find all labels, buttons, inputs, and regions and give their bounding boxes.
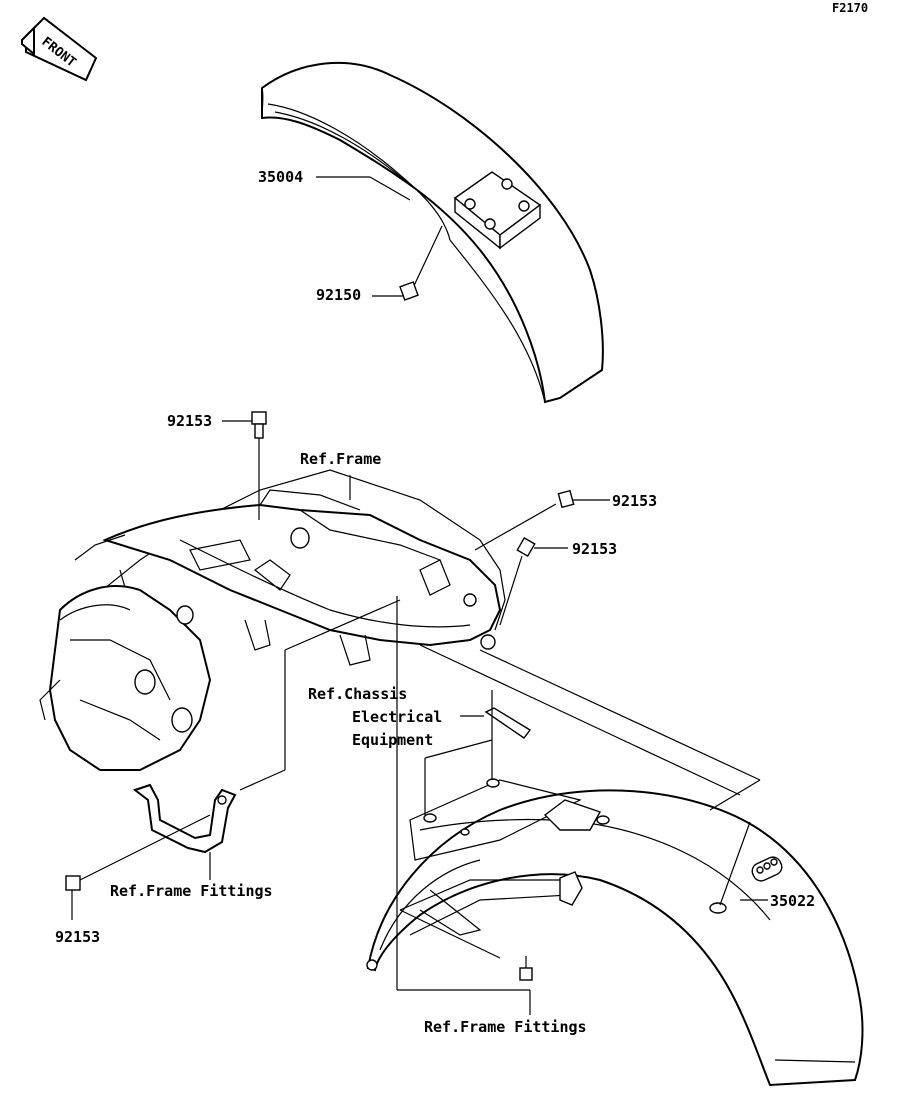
ref-chassis-line1: Ref.Chassis bbox=[308, 685, 408, 703]
callout-35022: 35022 bbox=[770, 892, 816, 910]
ref-frame-label: Ref.Frame bbox=[300, 450, 382, 468]
callout-35004: 35004 bbox=[258, 168, 304, 186]
ref-chassis-line3: Equipment bbox=[352, 731, 434, 749]
callout-92153-right-upper: 92153 bbox=[612, 492, 658, 510]
rear-fender bbox=[366, 778, 864, 1087]
ref-frame-fittings-bottom: Ref.Frame Fittings bbox=[424, 1018, 587, 1036]
ref-frame-fittings-left: Ref.Frame Fittings bbox=[110, 882, 273, 900]
callout-92150: 92150 bbox=[316, 286, 362, 304]
main-frame bbox=[39, 469, 506, 771]
ref-chassis-line2: Electrical bbox=[352, 708, 443, 726]
diagram-code: F2170 bbox=[832, 1, 869, 15]
callout-92153-bottom-left: 92153 bbox=[55, 928, 101, 946]
callout-92153-right-lower: 92153 bbox=[572, 540, 618, 558]
electrical-clamp bbox=[460, 707, 532, 739]
frame-fittings-bracket bbox=[132, 783, 237, 880]
front-fender bbox=[261, 61, 604, 404]
front-direction-arrow: FRONT bbox=[21, 16, 98, 82]
bolt-92150 bbox=[372, 225, 443, 301]
leader-lines bbox=[65, 176, 768, 1015]
callout-92153-top-left: 92153 bbox=[167, 412, 213, 430]
